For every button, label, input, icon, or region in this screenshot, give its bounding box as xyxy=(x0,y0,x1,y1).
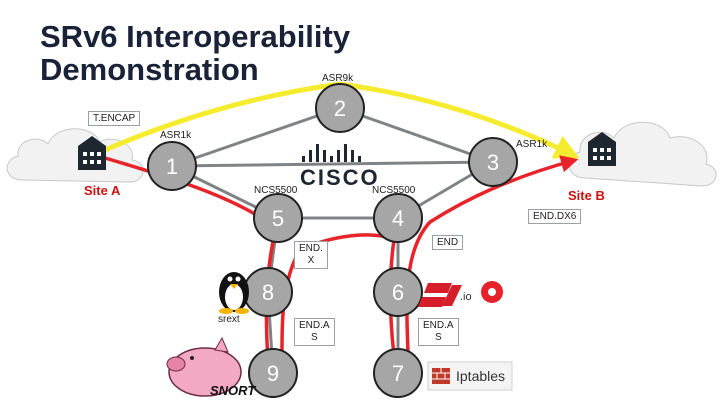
node-8-number: 8 xyxy=(262,280,274,305)
snort-wordmark: SNORT xyxy=(210,383,256,398)
node-4: 4 xyxy=(373,193,423,243)
iptables-logo-icon xyxy=(427,361,513,391)
site-a-cloud xyxy=(6,128,144,183)
page-title: SRv6 Interoperability Demonstration xyxy=(40,20,350,86)
node-2: 2 xyxy=(315,83,365,133)
end-as-right-label: END.A S xyxy=(418,318,459,346)
node-9-number: 9 xyxy=(267,361,279,386)
node-3: 3 xyxy=(468,137,518,187)
link-1-2 xyxy=(171,106,341,168)
linux-tux-icon xyxy=(219,272,249,314)
end-x-line-1: END. xyxy=(299,243,323,254)
node-5-number: 5 xyxy=(272,206,284,231)
node-3-label: ASR1k xyxy=(516,139,548,150)
node-5: 5 xyxy=(253,193,303,243)
site-b-building-icon xyxy=(588,132,616,166)
link-1-3 xyxy=(171,160,494,168)
node-4-number: 4 xyxy=(392,206,404,231)
node-1-label: ASR1k xyxy=(160,130,192,141)
node-6: 6 xyxy=(373,267,423,317)
end-as-left-label: END.A S xyxy=(294,318,335,346)
node-3-number: 3 xyxy=(487,150,499,175)
node-8: 8 xyxy=(243,267,293,317)
srext-label: srext xyxy=(218,314,240,325)
end-as-right-line-1: END.A xyxy=(423,320,454,331)
site-a-building-icon xyxy=(78,136,106,170)
node-1: 1 xyxy=(147,141,197,191)
title-line-1: SRv6 Interoperability xyxy=(40,19,351,54)
site-a-label: Site A xyxy=(84,183,121,198)
end-as-left-line-1: END.A xyxy=(299,320,330,331)
fdio-logo-icon xyxy=(418,281,503,307)
node-1-number: 1 xyxy=(166,154,178,179)
node-5-label: NCS5500 xyxy=(254,185,298,196)
end-as-left-line-2: S xyxy=(310,332,318,343)
fdio-wordmark: .io xyxy=(460,291,472,303)
node-6-number: 6 xyxy=(392,280,404,305)
snort-pig-icon xyxy=(166,336,242,397)
red-path xyxy=(104,155,579,383)
end-label: END xyxy=(432,235,464,250)
node-7-number: 7 xyxy=(392,361,404,386)
link-2-3 xyxy=(339,106,494,164)
node-2-label: ASR9k xyxy=(322,73,354,84)
node-7: 7 xyxy=(373,348,423,398)
title-line-2: Demonstration xyxy=(40,52,259,87)
cisco-wordmark: CISCO xyxy=(300,165,380,190)
end-as-right-line-2: S xyxy=(434,332,442,343)
node-4-label: NCS5500 xyxy=(372,185,416,196)
iptables-wordmark: Iptables xyxy=(456,368,506,384)
node-9: 9 xyxy=(248,348,298,398)
t-encap-label: T.ENCAP xyxy=(88,111,141,126)
end-dx6-label: END.DX6 xyxy=(528,209,582,224)
end-x-line-2: X xyxy=(307,255,315,266)
site-b-label: Site B xyxy=(568,188,605,203)
cisco-logo-icon xyxy=(302,144,361,162)
node-2-number: 2 xyxy=(334,96,346,121)
end-x-label: END. X xyxy=(294,241,328,269)
